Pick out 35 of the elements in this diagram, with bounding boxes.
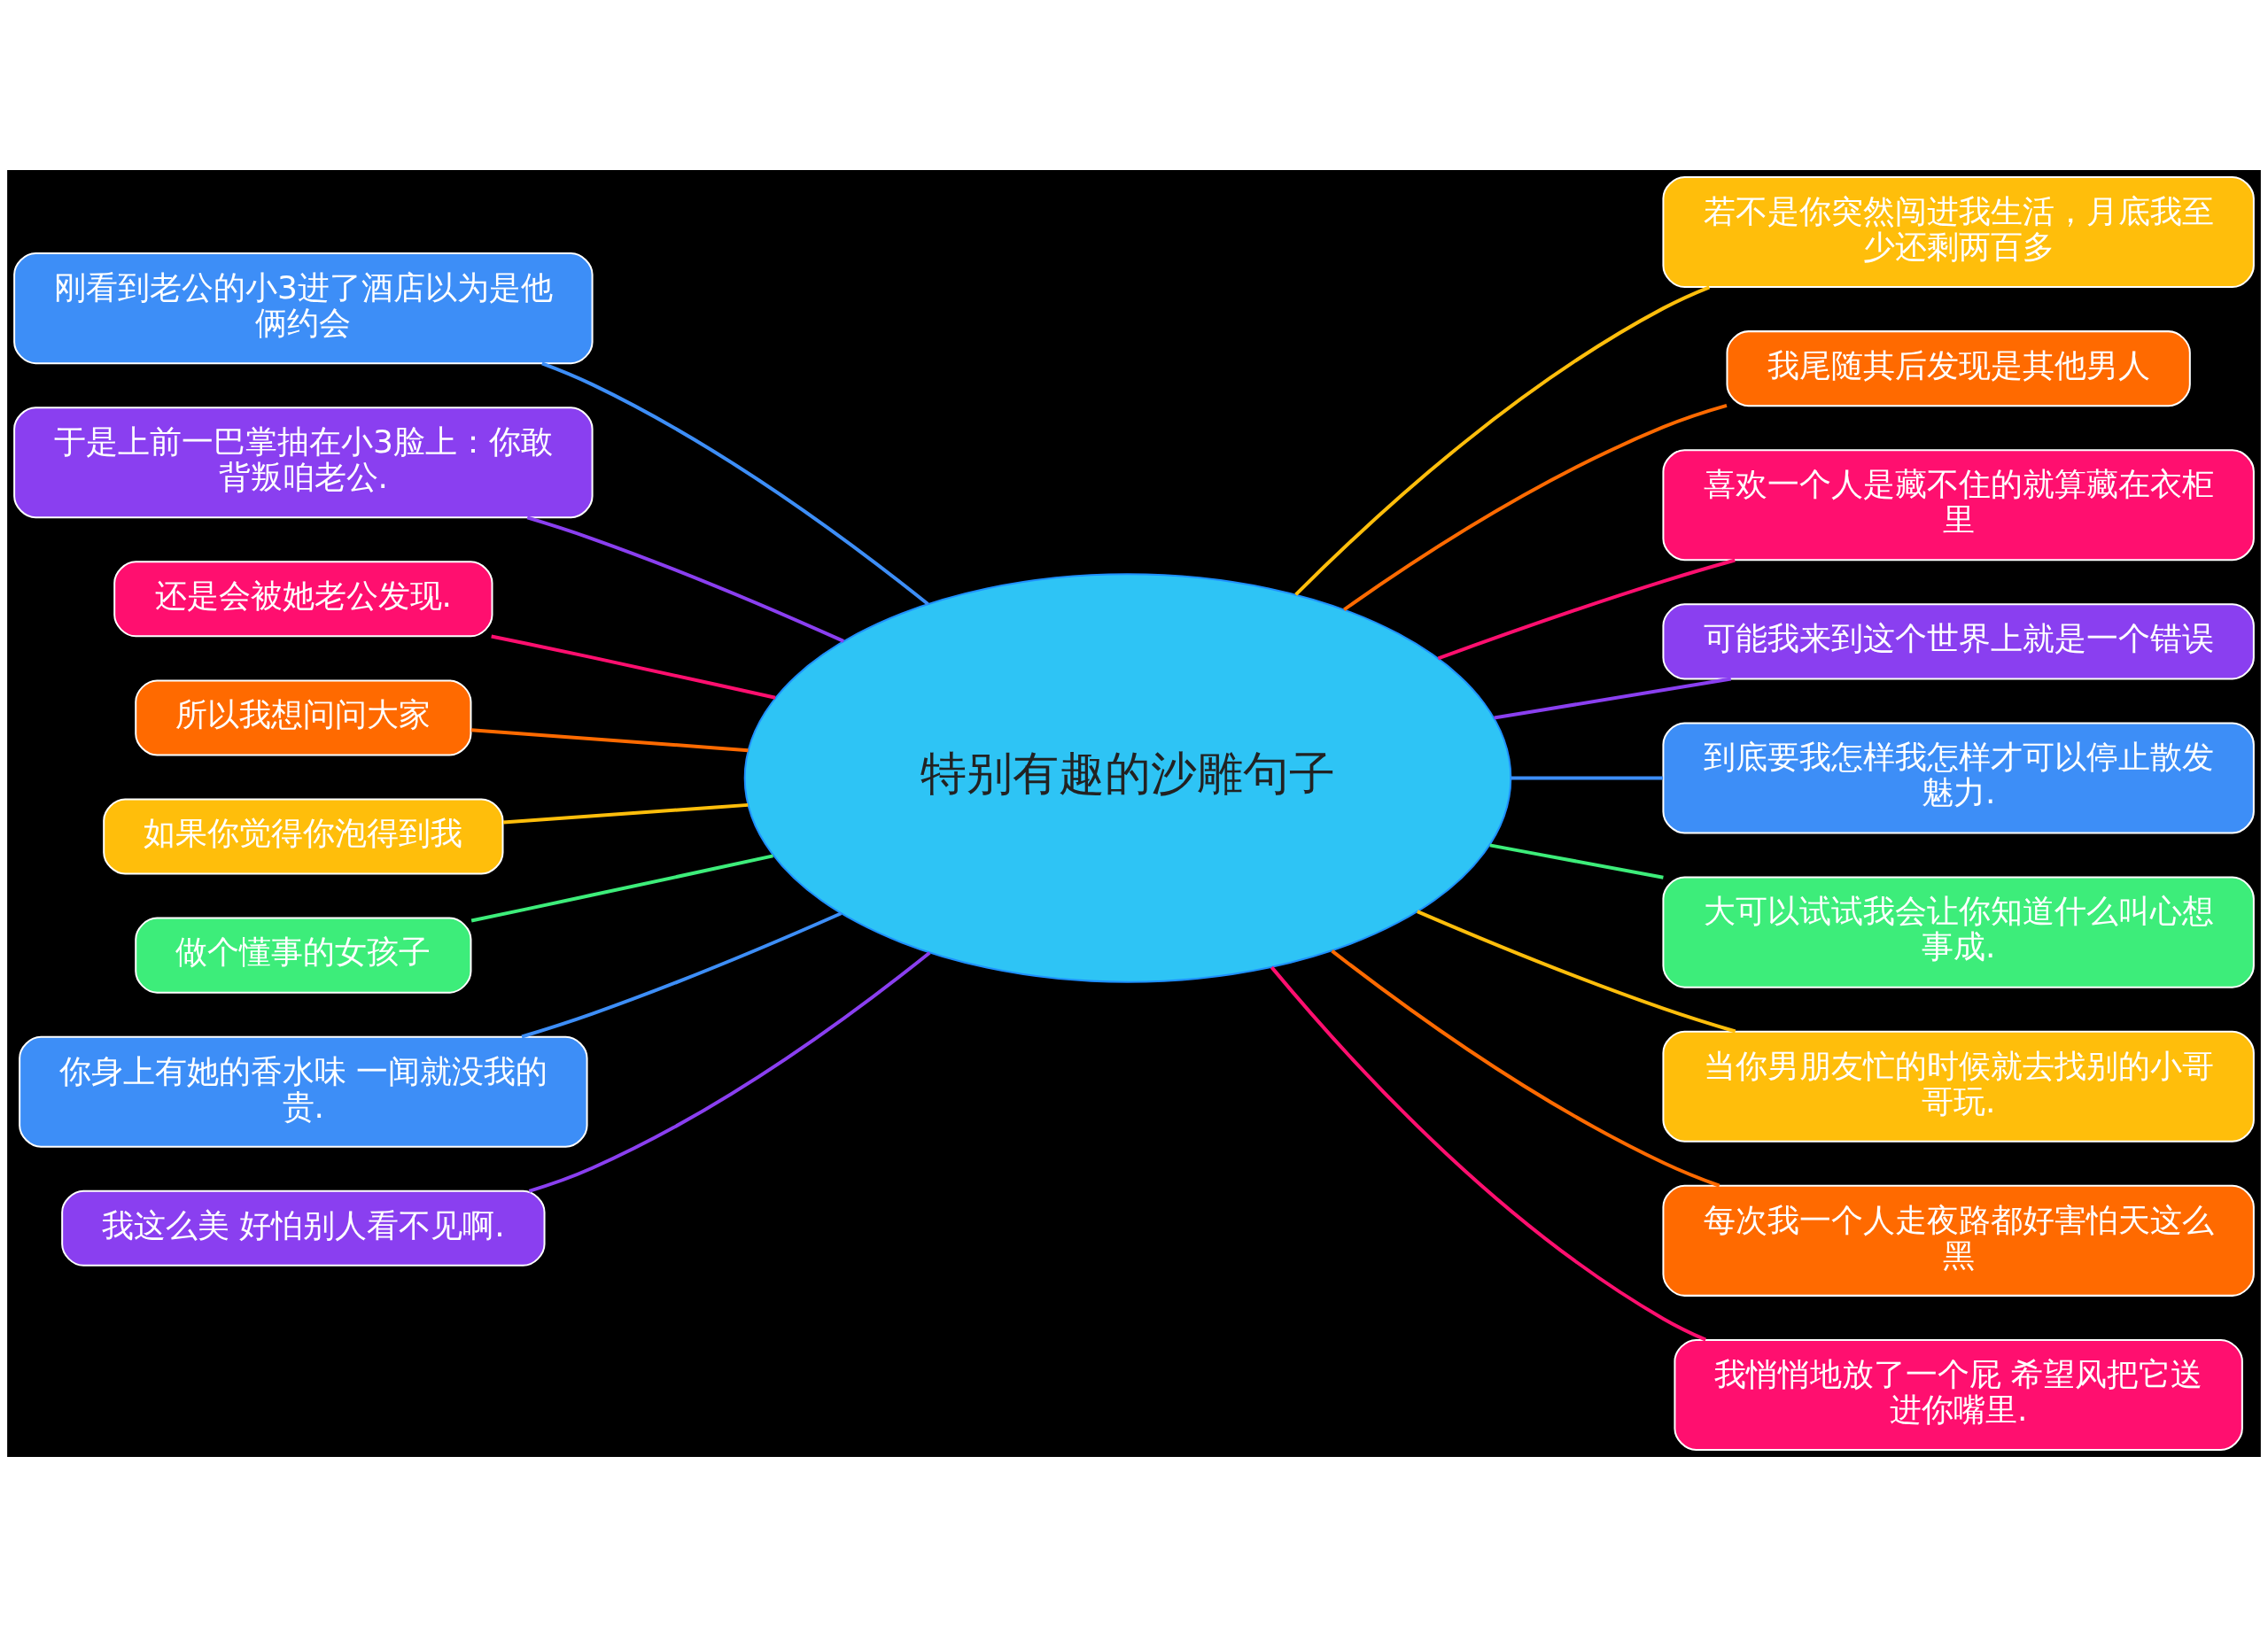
node-box: 做个懂事的女孩子 <box>135 917 472 994</box>
connector <box>1489 843 1664 879</box>
connector <box>521 911 843 1039</box>
node-box: 当你男朋友忙的时候就去找别的小哥哥玩. <box>1662 1030 2255 1143</box>
node-box: 于是上前一巴掌抽在小3脸上：你敢背叛咱老公. <box>13 407 594 519</box>
node-box: 你身上有她的香水味 一闻就没我的贵. <box>19 1035 588 1148</box>
connector <box>470 728 749 753</box>
node-box: 所以我想问问大家 <box>135 679 472 756</box>
connector <box>1294 285 1711 596</box>
connector <box>528 951 931 1193</box>
node-box: 刚看到老公的小3进了酒店以为是他俩约会 <box>13 252 594 365</box>
node-box: 大可以试试我会让你知道什么叫心想事成. <box>1662 876 2255 988</box>
node-box: 还是会被她老公发现. <box>113 561 493 638</box>
connector <box>541 361 929 606</box>
connector <box>526 515 844 643</box>
connector <box>1437 558 1736 661</box>
node-box: 到底要我怎样我怎样才可以停止散发魅力. <box>1662 722 2255 834</box>
node-box: 可能我来到这个世界上就是一个错误 <box>1662 603 2255 680</box>
connector <box>502 802 749 825</box>
connector <box>491 634 776 700</box>
node-box: 如果你觉得你泡得到我 <box>103 798 504 875</box>
connector <box>1331 949 1720 1188</box>
node-box: 每次我一个人走夜路都好害怕天这么黑 <box>1662 1184 2255 1297</box>
connector <box>1270 965 1707 1342</box>
node-box: 我悄悄地放了一个屁 希望风把它送进你嘴里. <box>1674 1338 2243 1451</box>
connector <box>1343 403 1728 611</box>
node-box: 我尾随其后发现是其他男人 <box>1726 330 2191 407</box>
connector <box>470 854 773 923</box>
node-box: 若不是你突然闯进我生活，月底我至少还剩两百多 <box>1662 176 2255 289</box>
node-box: 喜欢一个人是藏不住的就算藏在衣柜里 <box>1662 449 2255 562</box>
node-ellipse: 特别有趣的沙雕句子 <box>743 573 1512 983</box>
connector <box>1494 677 1732 720</box>
node-box: 我这么美 好怕别人看不见啊. <box>61 1189 546 1267</box>
connector <box>1511 776 1664 780</box>
connector <box>1417 910 1736 1034</box>
